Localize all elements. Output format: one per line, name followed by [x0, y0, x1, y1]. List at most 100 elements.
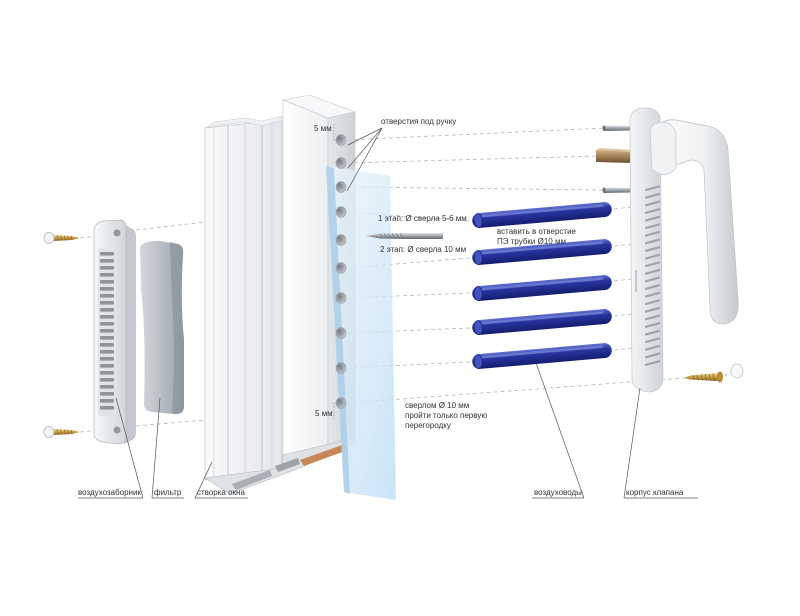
valve-grille-slot	[644, 345, 661, 351]
air-intake-grille-slot	[100, 357, 114, 361]
callout-spacing-bottom: 5 мм	[315, 409, 333, 418]
handle-hole	[335, 234, 347, 246]
air-intake-grille-slot	[100, 343, 114, 347]
callout-drill-stage-1: 1 этап: Ø сверла 5-6 мм	[378, 214, 467, 223]
air-intake-grille-slot	[100, 364, 114, 368]
dash-line	[135, 221, 206, 231]
valve-grille-slot	[644, 269, 661, 275]
air-intake-grille-slot	[100, 259, 114, 263]
callout-insert-tubes-line1: вставить в отверстие	[497, 227, 577, 236]
sash-chamber	[275, 458, 300, 472]
drill-shank	[405, 233, 443, 239]
valve-plate-detail	[635, 270, 637, 292]
air-duct-highlight	[481, 241, 604, 255]
air-intake	[93, 219, 136, 445]
callouts: отверстия под ручку 5 мм 5 мм 1 этап: Ø …	[314, 117, 577, 430]
handle-hole	[335, 327, 347, 339]
valve-grille-slot	[644, 215, 661, 222]
leader-line	[347, 127, 383, 169]
air-duct-end	[473, 354, 483, 369]
air-intake-grille-slot	[100, 371, 114, 375]
sash-right-left-face	[282, 99, 329, 456]
air-intake-grille-slot	[100, 378, 114, 382]
air-intake-grille-slot	[100, 273, 114, 277]
valve-grille-slot	[644, 276, 661, 283]
dash-line	[613, 347, 633, 351]
callout-drill-note-line2: пройти только первую	[405, 411, 487, 420]
leader-line	[535, 362, 585, 499]
air-duct-highlight	[481, 345, 604, 359]
air-duct-highlight	[481, 204, 604, 218]
screw-shaft	[53, 429, 80, 435]
callout-drill-note-line1: сверлом Ø 10 мм	[405, 401, 469, 410]
valve-grille-slot	[644, 253, 661, 260]
valve-grille-slot	[644, 231, 661, 237]
handle-hole	[335, 206, 347, 218]
valve-grille-slot	[644, 185, 661, 192]
handle-collar	[649, 121, 677, 175]
screw-head	[43, 232, 55, 244]
leader-line	[623, 387, 641, 499]
air-intake-grille-slot	[100, 252, 114, 256]
handle-pin-bottom	[602, 187, 631, 193]
air-intake-screw-hole	[113, 229, 121, 237]
label-air-intake: воздухозаборник	[78, 488, 141, 497]
label-sash: створка окна	[197, 488, 245, 497]
handle-square-spindle	[596, 148, 633, 163]
dash-line	[613, 206, 633, 210]
air-duct-end	[473, 320, 483, 335]
air-duct-tube	[472, 239, 612, 265]
leader-line	[194, 461, 213, 499]
valve-grille-slot	[644, 329, 661, 336]
label-air-ducts: воздуховоды	[534, 488, 582, 497]
air-duct-tube	[472, 343, 612, 369]
valve-grille-slot	[644, 246, 661, 252]
leader-line	[115, 397, 144, 499]
handle-pin-top	[602, 125, 631, 131]
handle-hole	[335, 362, 347, 374]
valve-grille-slot	[644, 200, 661, 207]
valve-grille-slot	[644, 337, 661, 344]
valve-grille-slot	[644, 208, 661, 214]
filter	[140, 240, 184, 414]
dash-line	[346, 155, 597, 164]
air-intake-side	[124, 224, 136, 444]
window-sash	[204, 94, 396, 500]
air-intake-grille-slot	[100, 266, 114, 270]
dash-line	[613, 243, 633, 247]
air-intake-grille-slot	[100, 329, 114, 333]
valve-grille-slot	[644, 261, 661, 268]
part-labels: воздухозаборник фильтр створка окна возд…	[78, 362, 698, 499]
valve-grille-slot	[644, 238, 661, 245]
handle-hole	[335, 292, 347, 304]
valve-grille-slot	[644, 352, 661, 359]
valve-grille-slot	[644, 291, 661, 298]
sash-left-top-profile	[204, 115, 283, 129]
screw-shaft	[53, 235, 80, 241]
handle-hole	[335, 134, 347, 146]
air-intake-grille-slot	[100, 294, 114, 298]
air-intake-grille	[100, 252, 114, 410]
handle-hole	[335, 397, 347, 409]
glass-spacer	[300, 444, 348, 466]
valve-grille-slot	[644, 322, 661, 328]
air-intake-grille-slot	[100, 308, 114, 312]
screw-head	[717, 371, 723, 383]
drill-spiral	[379, 232, 404, 240]
handle-hole	[335, 262, 347, 274]
handle-hole	[335, 181, 347, 193]
leader-line	[151, 397, 161, 499]
callout-drill-note-line3: перегородку	[405, 421, 451, 430]
leader-line	[346, 127, 383, 192]
air-duct-highlight	[481, 277, 604, 291]
air-intake-grille-slot	[100, 287, 114, 291]
sash-left-block	[204, 119, 283, 481]
valve-body	[596, 107, 744, 393]
sash-chamber	[232, 470, 272, 490]
air-duct-end	[473, 286, 483, 301]
label-filter: фильтр	[154, 488, 182, 497]
dash-line	[613, 278, 633, 282]
intake-screw-bottom	[43, 426, 80, 438]
label-valve-body: корпус клапана	[626, 488, 684, 497]
